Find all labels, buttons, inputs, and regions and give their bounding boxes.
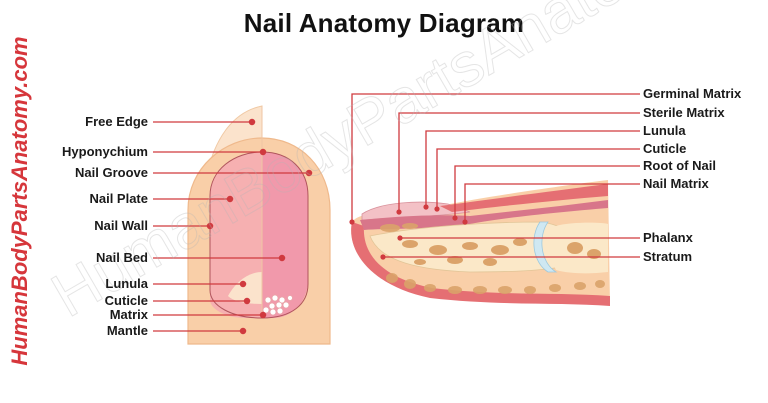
spongy-bone [402,238,601,266]
label-matrix: Matrix [109,307,148,322]
matrix-cells [262,294,293,316]
label-nail-matrix: Nail Matrix [643,176,709,191]
label-nail-bed: Nail Bed [95,250,148,265]
label-sterile-matrix: Sterile Matrix [643,105,725,120]
label-hyponychium: Hyponychium [62,144,148,159]
label-lunula-section: Lunula [643,123,686,138]
label-nail-groove: Nail Groove [75,165,148,180]
fingertip-cross-section [349,93,640,306]
label-cuticle-top: Cuticle [104,293,148,308]
fingertip-top-view [153,105,331,345]
label-nail-plate: Nail Plate [89,191,148,206]
label-germinal-matrix: Germinal Matrix [643,86,742,101]
label-free-edge: Free Edge [85,114,148,129]
diagram-title: Nail Anatomy Diagram [243,8,525,38]
label-cuticle-section: Cuticle [643,141,687,156]
label-mantle: Mantle [106,323,148,338]
lunula-shape [228,272,262,304]
label-nail-wall: Nail Wall [94,218,148,233]
label-phalanx: Phalanx [643,230,693,245]
label-lunula-top: Lunula [105,276,148,291]
label-root-of-nail: Root of Nail [643,158,716,173]
label-stratum: Stratum [643,249,693,264]
nail-bed-shape [262,152,308,318]
